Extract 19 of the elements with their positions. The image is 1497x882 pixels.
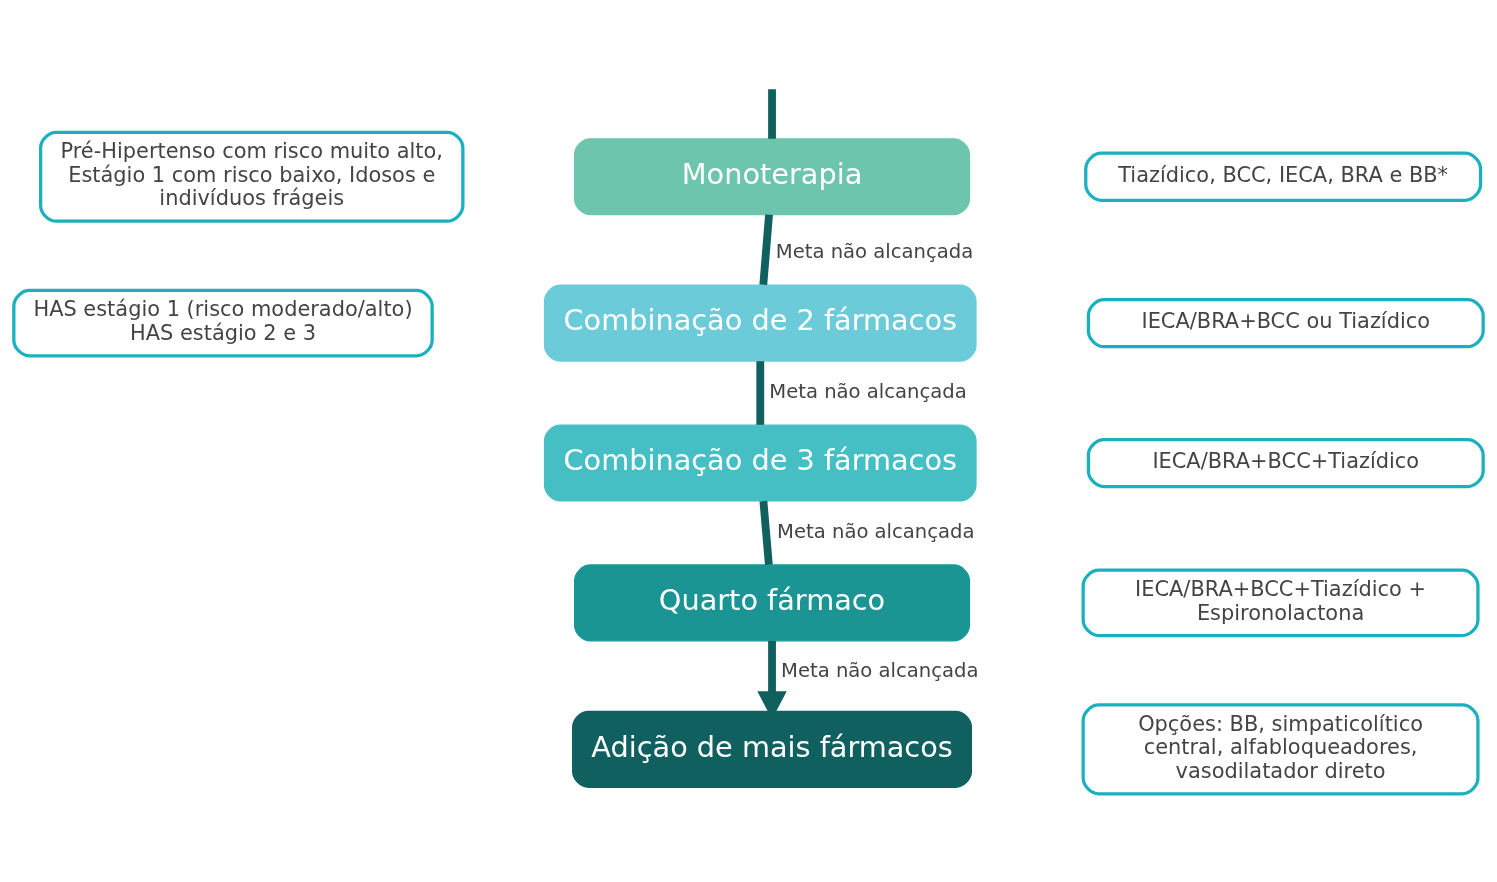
node-box: IECA/BRA+BCC ou Tiazídico xyxy=(1086,298,1485,349)
node-box: Adição de mais fármacos xyxy=(572,710,973,788)
connector xyxy=(759,500,773,566)
edge-label: Meta não alcançada xyxy=(777,519,975,543)
node-box: HAS estágio 1 (risco moderado/alto) HAS estágio 2 e 3 xyxy=(12,288,434,358)
node-box: IECA/BRA+BCC+Tiazídico xyxy=(1086,437,1485,489)
node-box: Tiazídico, BCC, IECA, BRA e BB* xyxy=(1084,151,1483,202)
node-box: Pré-Hipertenso com risco muito alto, Estágio 1 com risco baixo, Idosos e indivíduos frágeis xyxy=(39,130,465,223)
node-box: Combinação de 2 fármacos xyxy=(543,284,977,362)
node-box: Combinação de 3 fármacos xyxy=(543,424,977,502)
connector xyxy=(759,214,773,286)
edge-label: Meta não alcançada xyxy=(775,239,974,263)
node-box: Monoterapia xyxy=(574,138,971,216)
edge-label: Meta não alcançada xyxy=(781,659,979,683)
node-box: Quarto fármaco xyxy=(574,564,971,642)
node-box: IECA/BRA+BCC+Tiazídico + Espironolactona xyxy=(1081,568,1480,638)
node-box: Opções: BB, simpaticolítico central, alfabloqueadores, vasodilatador direto xyxy=(1081,703,1480,796)
connector xyxy=(756,361,765,425)
edge-label: Meta não alcançada xyxy=(769,379,967,403)
